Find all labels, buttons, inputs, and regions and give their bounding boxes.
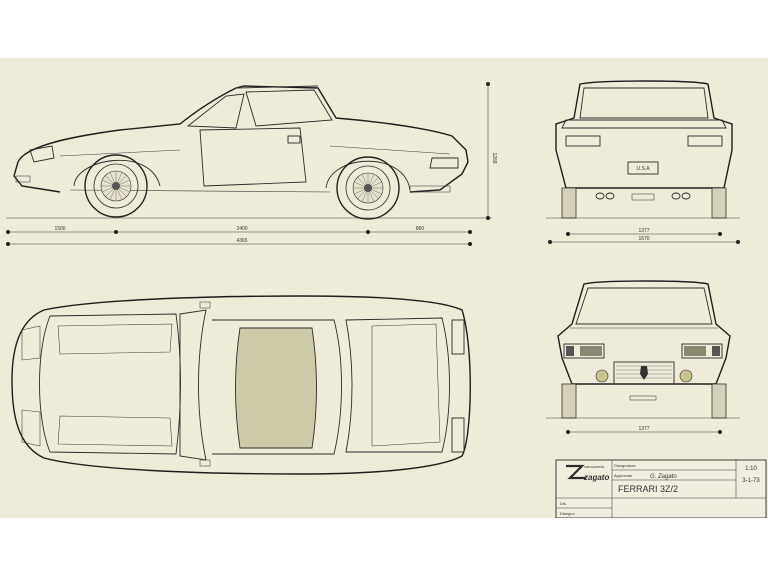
top-spoiler-right bbox=[451, 417, 465, 453]
prancing-horse-badge bbox=[640, 366, 648, 380]
field-dis: Dis. bbox=[560, 501, 567, 506]
top-hood bbox=[39, 313, 181, 455]
dim-rear-overhang: 860 bbox=[416, 226, 425, 232]
dim-wheelbase: 2400 bbox=[236, 226, 247, 232]
rear-right-taillight bbox=[687, 135, 723, 147]
mirror-left bbox=[199, 301, 211, 309]
side-taillight bbox=[429, 157, 459, 169]
front-body-outline bbox=[557, 280, 731, 385]
top-engine-cover bbox=[371, 323, 441, 447]
drawing-title: FERRARI 3Z/2 bbox=[618, 484, 678, 494]
field-designer: Disegnatore bbox=[614, 463, 636, 468]
top-body-outline bbox=[11, 295, 471, 475]
top-view bbox=[11, 295, 471, 475]
dim-front-overhang: 1500 bbox=[54, 226, 65, 232]
hood-vent-left bbox=[57, 323, 173, 355]
date-label: 3-1-73 bbox=[742, 478, 760, 484]
front-right-headlight bbox=[681, 343, 723, 359]
side-window-front bbox=[186, 93, 245, 129]
side-body-outline bbox=[13, 85, 469, 193]
front-windshield bbox=[575, 287, 713, 325]
rear-plate-text: U.S.A bbox=[636, 166, 650, 172]
side-headlight bbox=[29, 145, 55, 163]
side-dimensions bbox=[6, 82, 490, 246]
front-right-tire bbox=[711, 383, 727, 419]
rear-wheel bbox=[336, 156, 400, 220]
top-headlight-left bbox=[21, 325, 41, 361]
dim-height: 1268 bbox=[491, 152, 497, 163]
field-disegno: Disegno bbox=[560, 511, 575, 516]
roof-line bbox=[235, 85, 319, 89]
front-grille bbox=[613, 361, 675, 385]
rear-body-outline bbox=[555, 80, 733, 189]
exhaust-pipes bbox=[595, 192, 691, 200]
top-rear-deck bbox=[345, 317, 450, 453]
hood-vent-right bbox=[57, 415, 173, 447]
rear-right-tire bbox=[711, 187, 727, 219]
front-dim-track: 1377 bbox=[638, 426, 649, 432]
top-roof-panel bbox=[235, 327, 317, 449]
signature: G. Zagato bbox=[650, 474, 677, 480]
front-wheel-arch bbox=[73, 159, 161, 187]
door-handle bbox=[287, 135, 301, 144]
front-left-foglamp bbox=[595, 369, 609, 383]
rear-deck bbox=[561, 119, 727, 129]
rear-diffuser bbox=[631, 193, 655, 201]
rear-wheel-arch bbox=[325, 160, 411, 191]
rear-plate bbox=[627, 161, 659, 175]
field-approved: Approvato bbox=[614, 473, 633, 478]
top-headlight-right bbox=[21, 409, 41, 447]
front-plate bbox=[629, 395, 657, 401]
title-block: carrozzeria zagato Disegnatore Approvato… bbox=[555, 459, 767, 518]
rear-left-tire bbox=[561, 187, 577, 219]
top-spoiler-left bbox=[451, 319, 465, 355]
side-window-rear bbox=[245, 89, 333, 127]
top-windshield bbox=[179, 309, 207, 461]
front-bumper-detail bbox=[15, 175, 31, 183]
front-left-tire bbox=[561, 383, 577, 419]
front-right-foglamp bbox=[679, 369, 693, 383]
blueprint-drawing: 1500 2400 860 4365 1268 U.S.A 1377 1670 bbox=[6, 80, 767, 518]
top-cabin-outline bbox=[212, 319, 342, 455]
maker-small-label: carrozzeria bbox=[584, 464, 605, 469]
rear-left-taillight bbox=[565, 135, 601, 147]
rear-window bbox=[579, 87, 709, 119]
front-wheel bbox=[84, 154, 148, 218]
mirror-right bbox=[199, 459, 211, 467]
maker-label: zagato bbox=[583, 473, 609, 482]
zagato-logo bbox=[566, 464, 586, 480]
front-view: 1377 bbox=[546, 280, 740, 434]
side-crease bbox=[59, 145, 451, 157]
blueprint-sheet: 1500 2400 860 4365 1268 U.S.A 1377 1670 bbox=[0, 58, 768, 518]
front-left-headlight bbox=[563, 343, 605, 359]
side-view: 1500 2400 860 4365 1268 bbox=[6, 82, 497, 246]
rear-view: U.S.A 1377 1670 bbox=[546, 80, 740, 244]
scale-label: 1:10 bbox=[745, 466, 757, 472]
dim-overall-length: 4365 bbox=[236, 238, 247, 244]
rear-dim-width: 1670 bbox=[638, 236, 649, 242]
door-outline bbox=[199, 127, 307, 187]
rear-dim-track: 1377 bbox=[638, 228, 649, 234]
